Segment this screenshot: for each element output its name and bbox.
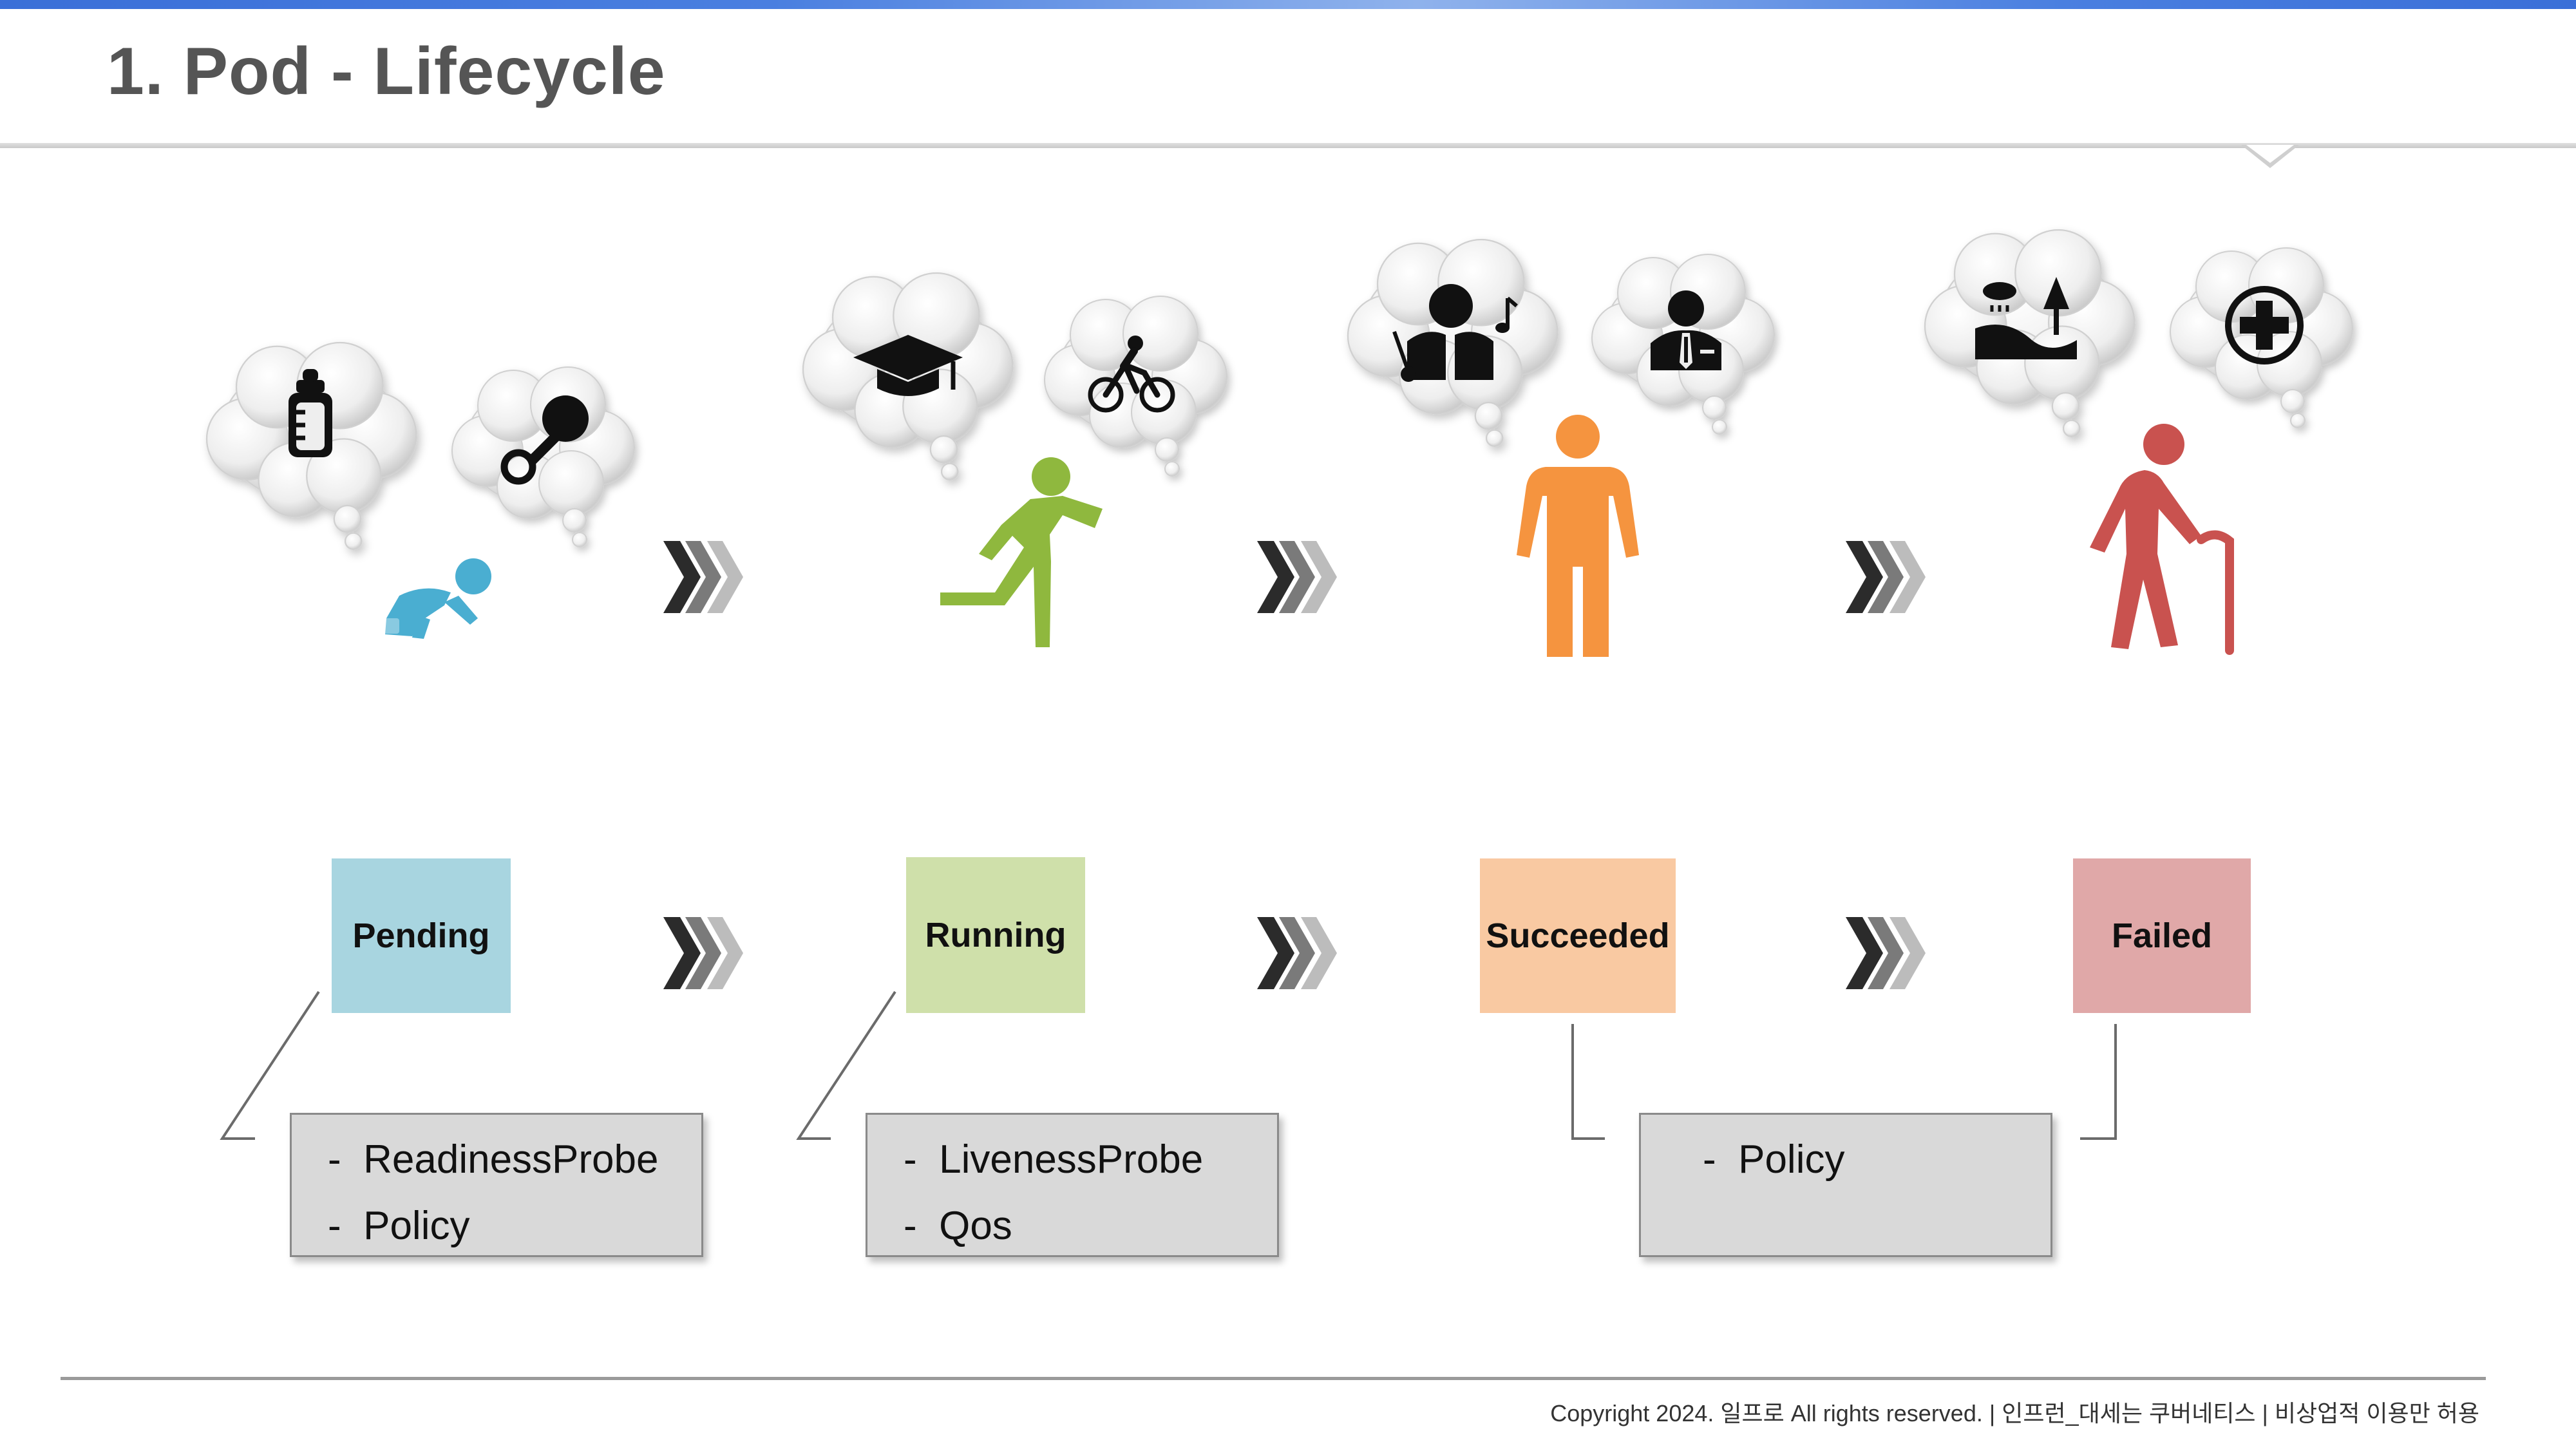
footer-divider [61,1377,2486,1380]
elderly-person-cane-icon [2090,424,2234,655]
thought-cloud [803,273,1012,480]
thought-cloud [1045,296,1227,476]
page-title: 1. Pod - Lifecycle [107,34,666,109]
note-line: - LivenessProbe [904,1137,1204,1182]
notes-pending: - ReadinessProbe - Policy [290,1113,703,1257]
cyclist-icon [1088,336,1175,413]
businessman-icon [1651,290,1721,370]
landscape-icon [1975,277,2077,359]
medical-cross-icon [2225,286,2304,365]
note-line: - Policy [1703,1137,1845,1182]
note-connector [2080,1024,2117,1140]
state-label: Succeeded [1486,916,1670,955]
thought-cloud [2170,248,2353,428]
notes-running: - LivenessProbe - Qos [866,1113,1279,1257]
title-divider [0,143,2576,148]
thought-cloud [1592,254,1774,434]
note-line: - Policy [328,1204,470,1248]
standing-person-icon [1517,415,1639,657]
thought-cloud [1925,230,2134,437]
arrow-chevron-icon [1846,917,1926,989]
thought-cloud [207,343,416,549]
state-pending: Pending [332,858,511,1013]
arrow-chevron-icon [663,917,743,989]
state-failed: Failed [2073,858,2251,1013]
note-line: - ReadinessProbe [328,1137,659,1182]
top-accent-bar [0,0,2576,9]
arrow-chevron-icon [1257,541,1337,613]
thought-cloud [452,367,634,547]
running-person-icon [940,457,1103,647]
note-connector [796,990,896,1140]
thought-cloud [1348,240,1557,446]
rattle-icon [500,395,589,485]
notes-succeeded-failed: - Policy [1639,1113,2052,1257]
note-line: - Qos [904,1204,1012,1248]
state-label: Failed [2111,916,2213,955]
baby-bottle-icon [289,369,332,457]
note-connector [1571,1024,1605,1140]
copyright-text: Copyright 2024. 일프로 All rights reserved.… [1550,1400,2479,1426]
graduation-cap-icon [853,335,963,396]
state-running: Running [906,857,1085,1013]
musician-icon [1392,284,1518,382]
note-connector [220,990,320,1140]
arrow-chevron-icon [1257,917,1337,989]
state-label: Running [925,916,1066,954]
arrow-chevron-icon [1846,541,1926,613]
baby-crawling-icon [380,558,491,639]
state-succeeded: Succeeded [1480,858,1676,1013]
arrow-chevron-icon [663,541,743,613]
state-label: Pending [352,916,490,955]
